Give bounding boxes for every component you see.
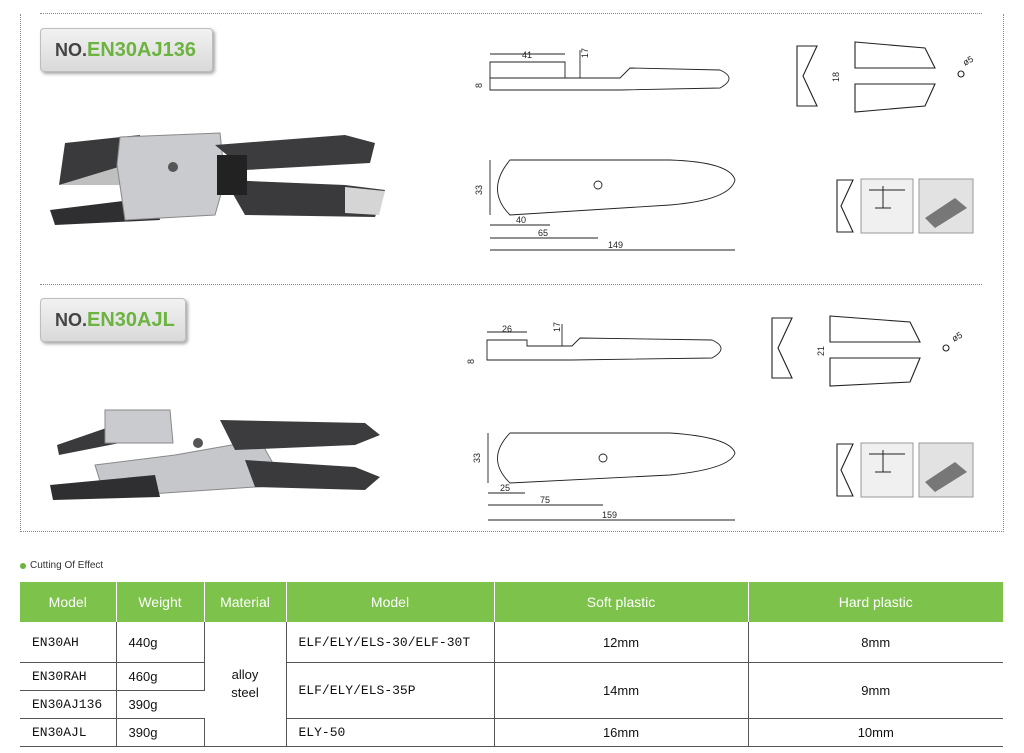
weight-cell: 460g (116, 662, 205, 691)
product-label-1: NO.EN30AJ136 (40, 28, 213, 72)
hard-plastic-cell: 9mm (748, 662, 1003, 719)
dim-thickness: 8 (474, 83, 484, 88)
soft-plastic-cell: 12mm (494, 622, 749, 663)
cutting-icons-1 (836, 178, 974, 234)
header-soft-plastic: Soft plastic (494, 582, 749, 622)
dim-top-height: 33 (472, 453, 482, 463)
material-line-1: alloy (231, 667, 259, 682)
middle-divider (40, 284, 982, 285)
blade-model-cell: ELF/ELY/ELS-30/ELF-30T (286, 622, 495, 663)
dim-side-height: 17 (552, 322, 562, 332)
dim-side-width: 41 (522, 50, 532, 60)
model-cell: EN30RAH (20, 662, 117, 691)
dim-hole: ø5 (961, 54, 975, 68)
weight-cell: 390g (116, 690, 204, 719)
dim-top-height: 33 (474, 185, 484, 195)
blade-profile-drawing-1: 18 ø5 (796, 41, 975, 113)
weight-cell: 440g (116, 622, 205, 663)
dim-distance-2: 65 (538, 228, 548, 238)
product-code: EN30AJ136 (87, 38, 196, 61)
dim-hole: ø5 (950, 330, 964, 344)
dim-v-height: 18 (831, 72, 841, 82)
product-label-prefix: NO. (55, 39, 88, 60)
table-header-row: Model Weight Material Model Soft plastic… (20, 582, 1003, 622)
product-photo-1 (50, 132, 385, 225)
material-cell: alloy steel (204, 622, 287, 747)
header-material: Material (204, 582, 287, 622)
side-view-drawing-2: 26 17 8 (466, 322, 722, 364)
dim-total-length: 149 (608, 240, 623, 250)
product-label-2: NO.EN30AJL (40, 298, 186, 342)
dim-thickness: 8 (466, 359, 476, 364)
table-row: EN30AJ136 390g (20, 690, 1003, 719)
cutting-icons-2 (836, 442, 974, 498)
table-row: EN30AH 440g alloy steel ELF/ELY/ELS-30/E… (20, 622, 1003, 747)
material-line-2: steel (231, 685, 259, 700)
section-caption: Cutting Of Effect (20, 560, 103, 571)
blade-model-cell: ELF/ELY/ELS-35P (286, 662, 495, 719)
dim-side-height: 17 (580, 48, 590, 58)
dim-v-height: 21 (816, 346, 826, 356)
soft-plastic-cell: 14mm (494, 662, 749, 719)
soft-plastic-cell: 16mm (494, 718, 749, 747)
dim-side-width: 26 (502, 324, 512, 334)
caption-text: Cutting Of Effect (30, 560, 104, 571)
table-row: EN30AJL 390g ELY-50 16mm 10mm (20, 718, 1003, 747)
product-label-prefix: NO. (55, 309, 88, 330)
top-view-drawing-2: 33 25 75 159 (472, 432, 736, 521)
model-cell: EN30AJ136 (20, 690, 117, 719)
hard-plastic-cell: 10mm (748, 718, 1003, 747)
header-model: Model (20, 582, 117, 622)
product-photo-2 (50, 409, 380, 500)
top-view-drawing-1: 33 40 65 149 (474, 159, 736, 251)
product-code: EN30AJL (87, 308, 175, 331)
header-blade-model: Model (286, 582, 495, 622)
blade-profile-drawing-2: 21 ø5 (771, 315, 964, 387)
header-weight: Weight (116, 582, 205, 622)
product-frame (20, 14, 1004, 532)
side-view-drawing-1: 41 17 8 (474, 48, 730, 91)
dim-total-length: 159 (602, 510, 617, 520)
weight-cell: 390g (116, 718, 205, 747)
model-cell: EN30AJL (20, 718, 117, 747)
hard-plastic-cell: 8mm (748, 622, 1003, 663)
blade-model-cell: ELY-50 (286, 718, 495, 747)
dim-distance-1: 25 (500, 483, 510, 493)
top-divider (40, 13, 982, 14)
header-hard-plastic: Hard plastic (748, 582, 1003, 622)
bullet-dot-icon (20, 562, 26, 569)
dim-distance-2: 75 (540, 495, 550, 505)
dim-distance-1: 40 (516, 215, 526, 225)
cutting-effect-table: Model Weight Material Model Soft plastic… (20, 582, 1003, 747)
table-row: EN30RAH 460g ELF/ELY/ELS-35P 14mm 9mm (20, 662, 1003, 719)
model-cell: EN30AH (20, 622, 117, 663)
